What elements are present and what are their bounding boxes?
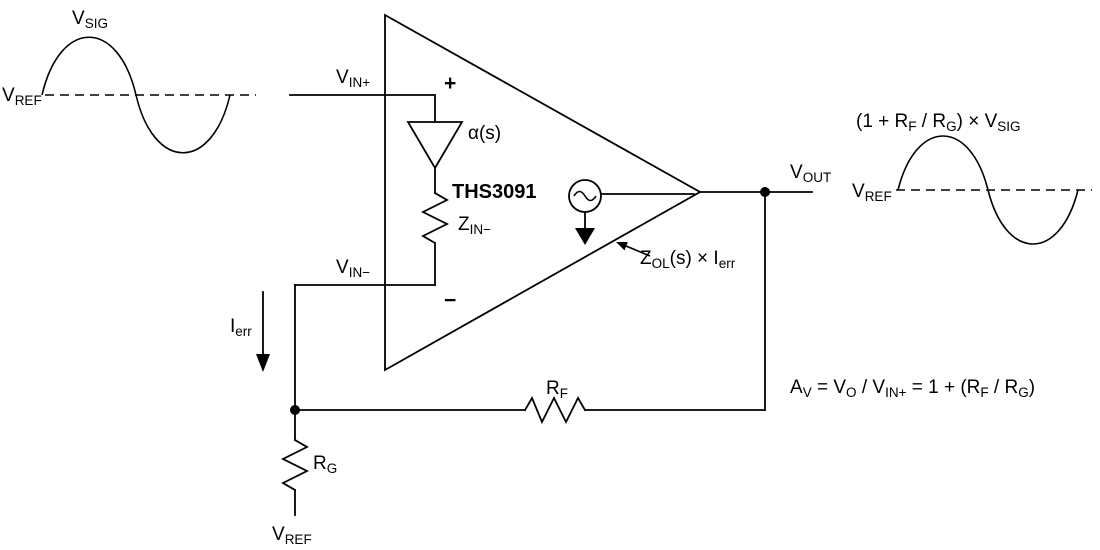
opamp-triangle bbox=[384, 13, 702, 372]
vin-plus-label: VIN+ bbox=[336, 67, 370, 90]
ierr-arrowhead bbox=[256, 354, 270, 372]
gain-equation: AV = VO / VIN+ = 1 + (RF / RG) bbox=[790, 377, 1035, 400]
vin-minus-label: VIN− bbox=[336, 257, 370, 280]
vin-plus-wire bbox=[289, 94, 436, 123]
current-source-sine-icon bbox=[573, 190, 597, 202]
opamp: VIN+ + α(s) ZIN− VIN− − THS3091 bbox=[289, 13, 736, 372]
rg-label: RG bbox=[313, 453, 337, 476]
feedback-network: RF Ierr RG VREF bbox=[230, 191, 766, 547]
rf-resistor bbox=[523, 395, 587, 425]
minus-sign: − bbox=[444, 289, 456, 312]
input-buffer-triangle bbox=[406, 121, 464, 170]
zin-label: ZIN− bbox=[458, 214, 491, 237]
plus-sign: + bbox=[444, 72, 456, 95]
ths3091-label: THS3091 bbox=[452, 181, 537, 203]
gain-wave-label: (1 + RF / RG) × VSIG bbox=[856, 111, 1021, 134]
zin-resistor bbox=[420, 191, 450, 286]
output-sine-curve bbox=[897, 135, 1079, 245]
vref-right-label: VREF bbox=[852, 181, 892, 204]
ierr-label: Ierr bbox=[230, 316, 252, 339]
zol-label: ZOL(s) × Ierr bbox=[640, 248, 736, 271]
vref-left-label: VREF bbox=[2, 85, 42, 108]
ground-arrow bbox=[575, 228, 595, 245]
zol-callout: ZOL(s) × Ierr bbox=[616, 242, 736, 271]
ierr-indicator: Ierr bbox=[230, 291, 270, 372]
zol-arrowhead bbox=[616, 242, 628, 251]
input-waveform: VSIG VREF bbox=[2, 8, 256, 154]
current-source bbox=[568, 179, 695, 245]
rg-resistor bbox=[280, 438, 310, 492]
alpha-label: α(s) bbox=[468, 123, 501, 144]
output-branch: VOUT bbox=[699, 162, 831, 197]
vref-bottom-label: VREF bbox=[272, 524, 312, 547]
input-sine-curve bbox=[41, 36, 231, 154]
vsig-label: VSIG bbox=[72, 8, 108, 31]
zol-arrow-line bbox=[625, 245, 651, 257]
output-waveform: (1 + RF / RG) × VSIG VREF bbox=[852, 111, 1092, 245]
rf-label: RF bbox=[546, 378, 568, 401]
vout-label: VOUT bbox=[790, 162, 831, 185]
